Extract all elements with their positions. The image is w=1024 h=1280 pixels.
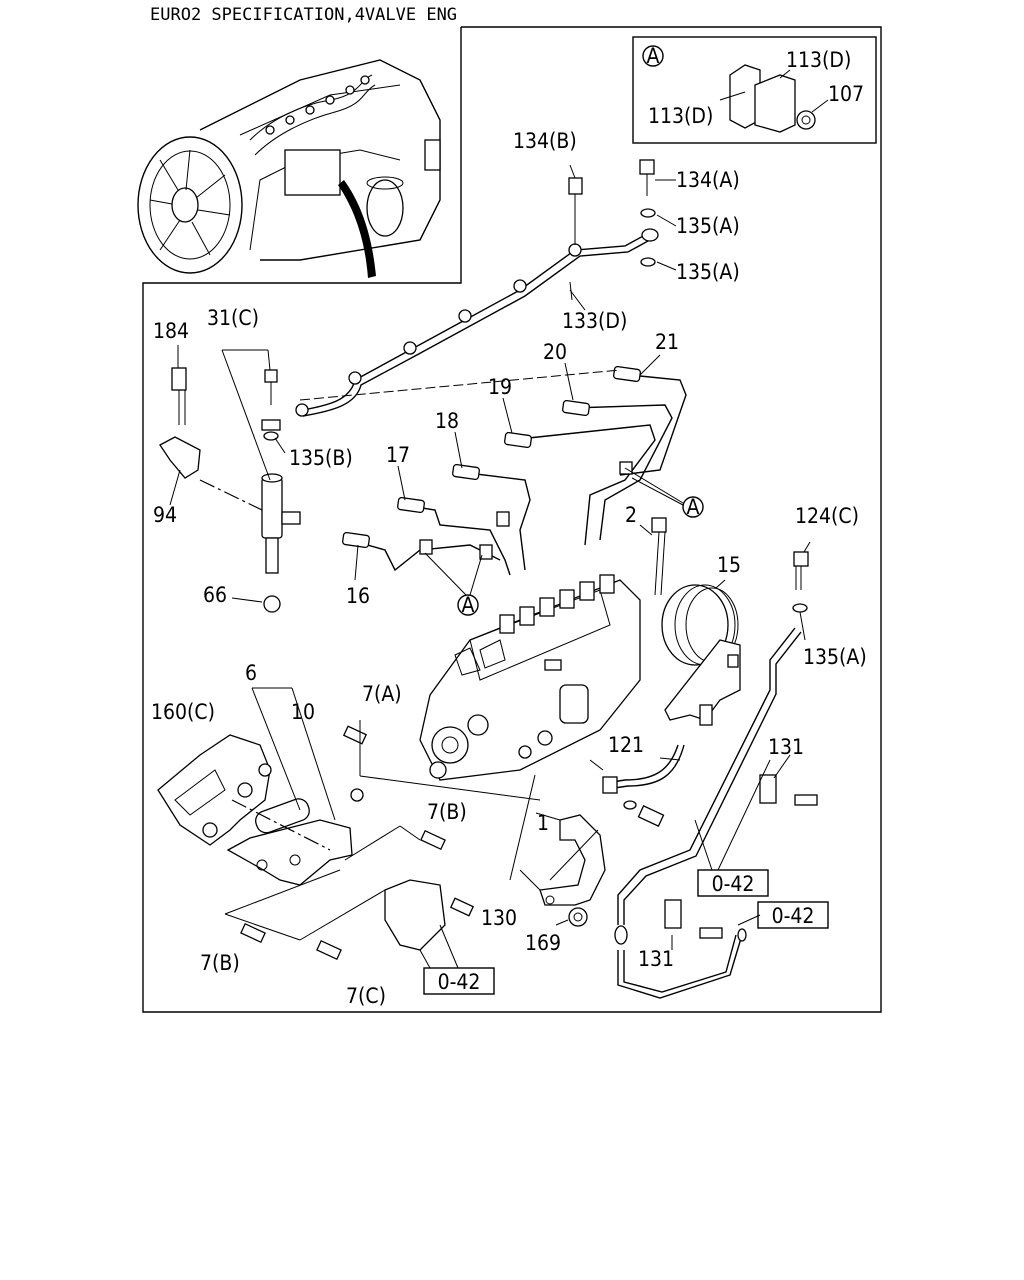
callout-7a: 7(A)	[362, 682, 402, 706]
callout-131: 131	[768, 735, 804, 759]
stud-184	[171, 367, 187, 391]
pump-mounting-brackets	[157, 687, 541, 969]
ref-box-2: 0-42	[757, 901, 829, 929]
detail-inset-a: A 113(D) 113(D) 107	[632, 36, 877, 144]
return-line	[614, 627, 818, 999]
bolt-7b	[420, 829, 446, 851]
callout-135a: 135(A)	[676, 260, 740, 284]
callout-10: 10	[291, 700, 315, 724]
pipe-121	[589, 744, 685, 827]
bolt-134b-icon	[568, 177, 583, 195]
callout-94: 94	[153, 503, 177, 527]
pipe-fitting-20	[562, 399, 590, 417]
bolt-icon	[699, 927, 723, 939]
callout-134b: 134(B)	[513, 129, 577, 153]
collar-10	[350, 788, 364, 802]
callout-121: 121	[608, 733, 644, 757]
svg-text:0-42: 0-42	[712, 872, 755, 896]
callout-6: 6	[245, 661, 257, 685]
leak-off-pipe	[295, 159, 659, 417]
svg-text:A: A	[647, 44, 660, 68]
pipe-clamp	[619, 461, 633, 475]
callout-133d: 133(D)	[562, 309, 627, 333]
pipe-fitting-18	[452, 463, 480, 481]
callout-184: 184	[153, 319, 189, 343]
pipe-fitting-16	[342, 531, 370, 549]
bolt-7a	[342, 725, 368, 745]
callout-7b: 7(B)	[200, 951, 240, 975]
nut-icon	[796, 110, 816, 130]
pipe-clamp	[479, 544, 493, 560]
washer-icon	[640, 208, 656, 218]
callout-15: 15	[717, 553, 741, 577]
marker-a-2: A	[424, 552, 483, 617]
bracket-assembly	[509, 774, 606, 927]
callout-2: 2	[625, 503, 637, 527]
callout-labels: 134(B) 134(A) 135(A) 135(A) 133(D) 21 20…	[151, 129, 867, 1008]
clamp-half-icon	[754, 74, 796, 133]
callout-66: 66	[203, 583, 227, 607]
callout-135a: 135(A)	[803, 645, 867, 669]
label-113d-bottom: 113(D)	[648, 104, 713, 128]
engine-overview-illustration	[137, 59, 441, 278]
callout-21: 21	[655, 330, 679, 354]
nut-169	[568, 907, 588, 927]
pipe-fitting-21	[613, 365, 641, 383]
callout-16: 16	[346, 584, 370, 608]
bolt-7b	[240, 922, 266, 944]
washer-icon	[263, 431, 279, 441]
callout-19: 19	[488, 375, 512, 399]
leader-lines	[177, 164, 806, 641]
main-frame	[142, 26, 882, 1013]
shaft-6	[255, 798, 310, 834]
boost-compensator-15	[661, 579, 741, 726]
callout-130: 130	[481, 906, 517, 930]
diagram-title: EURO2 SPECIFICATION,4VALVE ENG	[150, 5, 457, 25]
seal-ring-66	[263, 595, 281, 613]
injection-pipes	[299, 365, 687, 576]
inset-a-marker	[642, 45, 664, 67]
label-113d-top: 113(D)	[786, 48, 851, 72]
ref-box-1: 0-42	[694, 759, 771, 897]
bolt-2	[651, 517, 667, 533]
bolt-icon	[264, 369, 278, 383]
svg-text:0-42: 0-42	[772, 904, 815, 928]
callout-7b: 7(B)	[427, 800, 467, 824]
ref-box-3: 0-42	[423, 967, 495, 995]
callout-135a: 135(A)	[676, 214, 740, 238]
bolt-134a-icon	[639, 159, 655, 175]
callout-18: 18	[435, 409, 459, 433]
callout-134a: 134(A)	[676, 168, 740, 192]
bolt-7c	[316, 939, 342, 961]
callout-124c: 124(C)	[795, 504, 859, 528]
pipe-fitting-17	[397, 496, 425, 514]
marker-a-1: A	[624, 467, 704, 519]
injector-clamp-94	[159, 436, 201, 479]
injector-assembly	[159, 349, 301, 613]
callout-131: 131	[638, 947, 674, 971]
callout-20: 20	[543, 340, 567, 364]
bolt-icon	[794, 794, 818, 806]
svg-text:A: A	[687, 495, 700, 519]
svg-text:A: A	[462, 593, 475, 617]
pipe-clamp	[496, 511, 510, 527]
callout-160c: 160(C)	[151, 700, 215, 724]
label-107: 107	[828, 82, 864, 106]
washer-icon	[640, 257, 656, 267]
injector-body	[261, 477, 283, 539]
clamp-131	[664, 899, 682, 929]
callout-135b: 135(B)	[289, 446, 353, 470]
pipe-fitting-19	[504, 431, 532, 449]
callout-169: 169	[525, 931, 561, 955]
pipe-clamp	[419, 539, 433, 555]
svg-text:0-42: 0-42	[438, 970, 481, 994]
callout-7c: 7(C)	[346, 984, 386, 1008]
callout-1: 1	[537, 811, 549, 835]
bolt-124c	[792, 541, 811, 613]
callout-17: 17	[386, 443, 410, 467]
injection-pump	[419, 517, 667, 781]
clamp-131	[759, 774, 777, 804]
callout-31c: 31(C)	[207, 306, 259, 330]
